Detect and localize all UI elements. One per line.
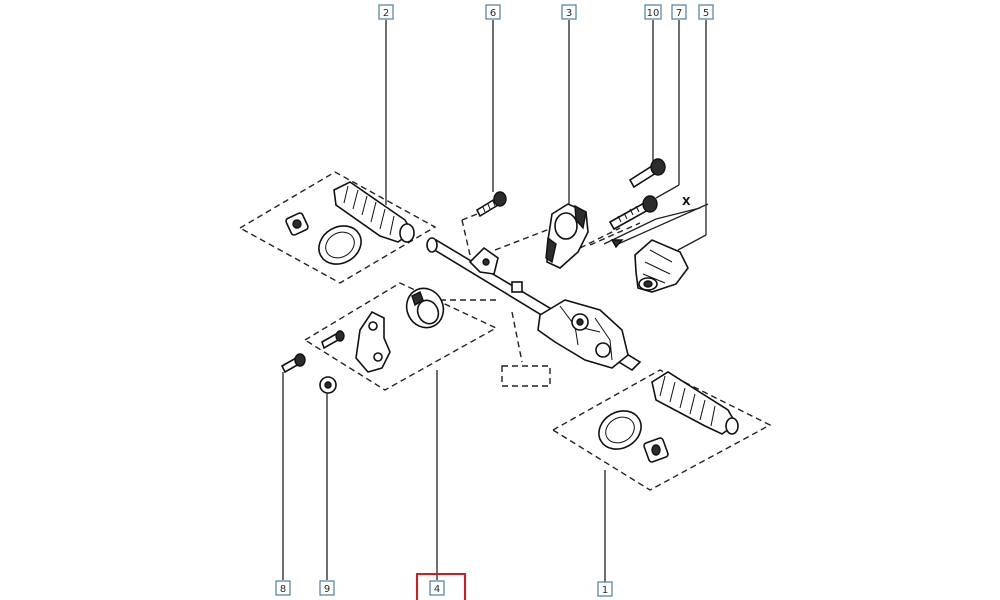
group-boundary-middle — [303, 282, 498, 391]
nut-bottom — [643, 437, 669, 463]
bolt-part-7 — [608, 195, 658, 231]
axis-line — [589, 222, 641, 246]
bolt-small-middle — [321, 330, 345, 350]
subassembly-placeholder-box — [501, 365, 551, 387]
bolt-part-10 — [628, 158, 666, 189]
mounting-bracket-middle — [355, 310, 391, 373]
bolt-part-6 — [475, 191, 507, 218]
svg-text:4: 4 — [434, 584, 440, 595]
group-boundary-top-left — [238, 171, 437, 284]
svg-text:2: 2 — [383, 8, 389, 19]
nut-top — [285, 212, 309, 236]
clamp-ring-top — [318, 225, 362, 265]
callout-8[interactable]: 8 — [275, 580, 291, 596]
axis-line — [494, 224, 561, 251]
svg-text:7: 7 — [676, 8, 682, 19]
callout-3[interactable]: 3 — [561, 4, 577, 20]
steering-gear-housing — [537, 299, 629, 369]
bellows-boot-top — [333, 181, 415, 243]
rubber-bushing-middle — [405, 287, 445, 329]
svg-text:9: 9 — [324, 584, 330, 595]
svg-text:1: 1 — [602, 585, 608, 596]
callout-7[interactable]: 7 — [671, 4, 687, 20]
rack-clamp-bracket-part-3 — [545, 203, 589, 269]
svg-text:5: 5 — [703, 8, 709, 19]
svg-text:6: 6 — [490, 8, 496, 19]
axis-line — [579, 227, 621, 249]
callout-9[interactable]: 9 — [319, 580, 335, 596]
callout-10[interactable]: 10 — [644, 4, 662, 20]
svg-text:10: 10 — [647, 8, 660, 19]
svg-text:8: 8 — [280, 584, 286, 595]
svg-text:3: 3 — [566, 8, 572, 19]
rack-marker — [511, 281, 523, 293]
bellows-boot-bottom — [651, 371, 739, 435]
axis-line — [511, 311, 523, 363]
callout-5[interactable]: 5 — [698, 4, 714, 20]
bolt-part-8 — [280, 353, 306, 374]
callout-6[interactable]: 6 — [485, 4, 501, 20]
dust-cover-part-5 — [634, 239, 689, 293]
callout-4[interactable]: 4 — [429, 580, 445, 596]
dimension-x: X — [603, 195, 709, 249]
rack-mount-clip-left — [468, 246, 499, 275]
axis-line — [461, 219, 471, 256]
clamp-ring-bottom — [598, 410, 642, 450]
dimension-x-label: X — [682, 195, 691, 208]
leader-line-7 — [655, 184, 680, 199]
leader-line-5 — [677, 234, 707, 251]
callout-2[interactable]: 2 — [378, 4, 394, 20]
callout-1[interactable]: 1 — [597, 581, 613, 597]
selected-callout-highlight — [416, 573, 466, 600]
nut-part-9 — [319, 376, 337, 394]
group-boundary-bottom-right — [551, 369, 772, 491]
